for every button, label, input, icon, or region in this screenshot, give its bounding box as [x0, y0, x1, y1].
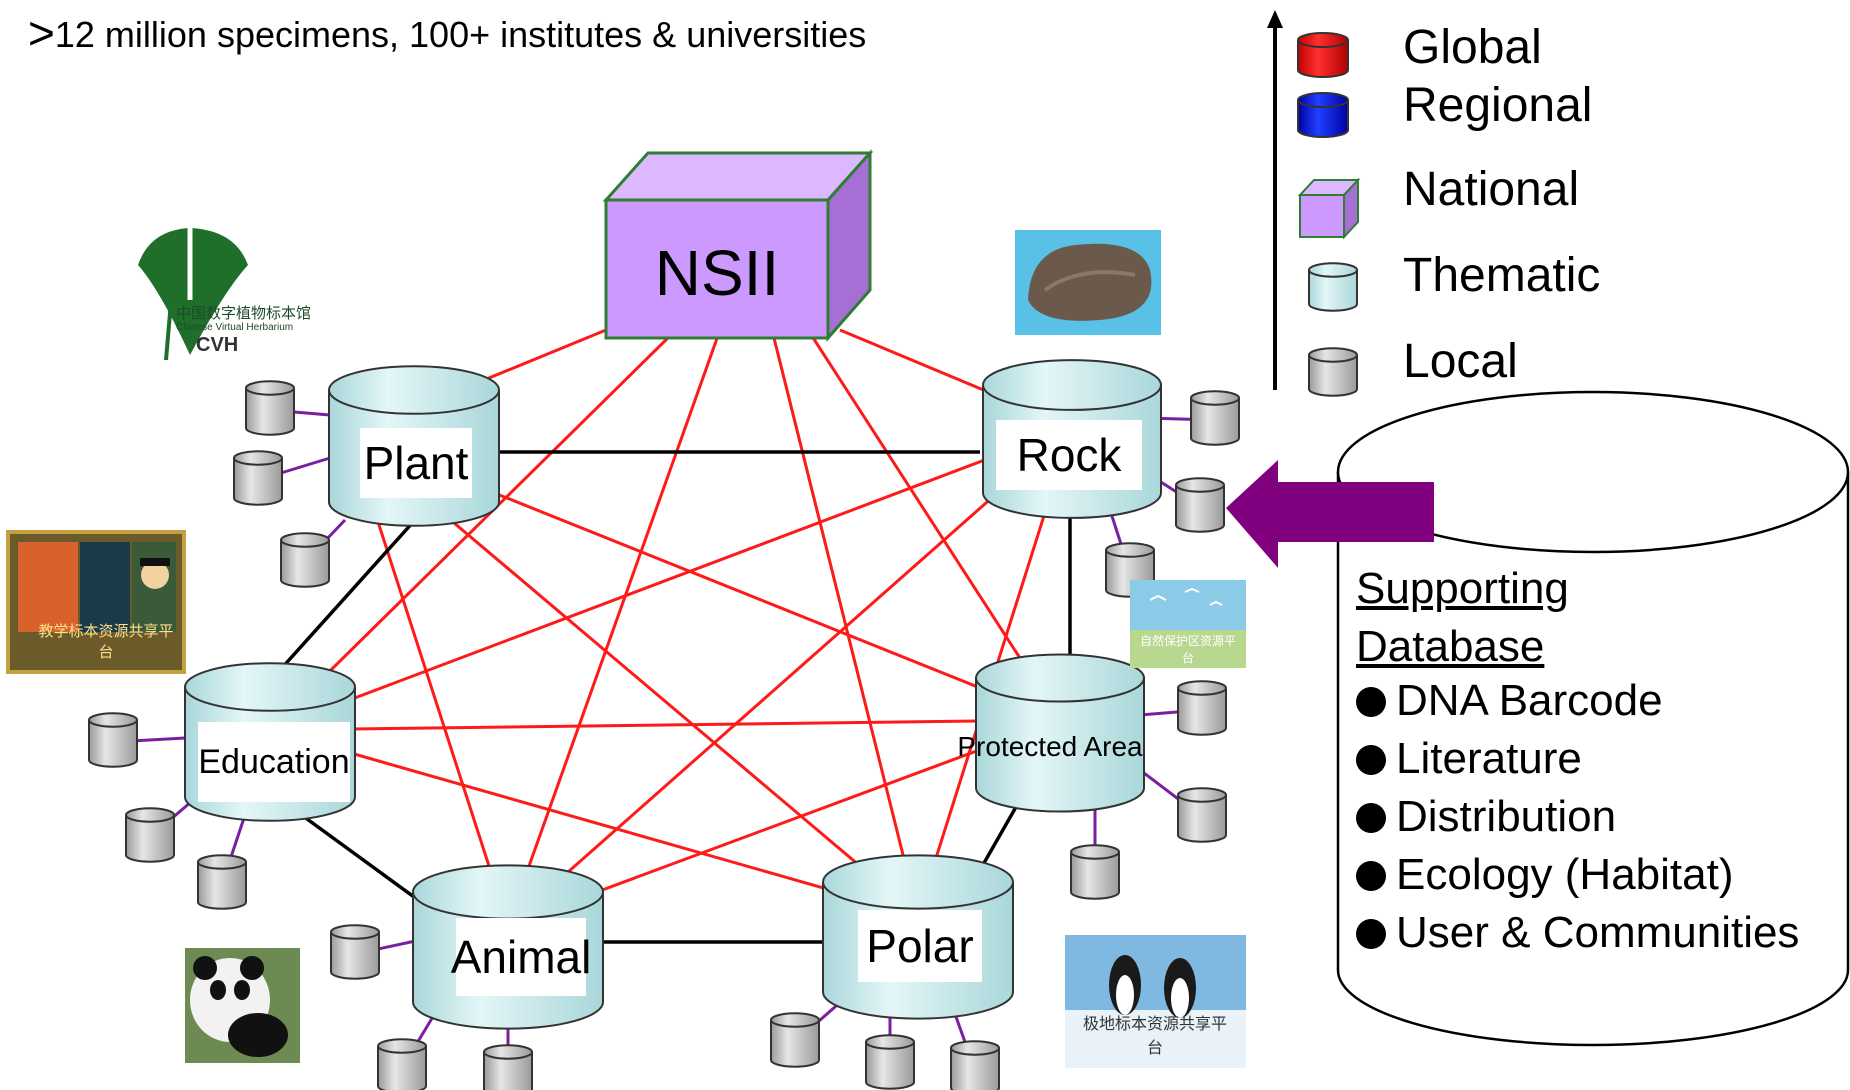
local-database-cylinder: [88, 712, 138, 768]
panda-photo: [185, 948, 300, 1063]
legend-thematic: Thematic: [1403, 249, 1601, 302]
bullet-icon: [1356, 803, 1386, 833]
education-photo-caption: 教学标本资源共享平台: [38, 623, 174, 661]
national-link: [269, 425, 1073, 732]
supporting-item: DNA Barcode: [1356, 676, 1663, 726]
bullet-icon: [1356, 745, 1386, 775]
ring-link: [278, 518, 417, 672]
cvh-logo-en: Chinese Virtual Herbarium: [176, 322, 294, 333]
local-database-cylinder: [1175, 477, 1225, 533]
rock-photo: [1015, 230, 1161, 335]
national-link: [806, 329, 1062, 721]
supporting-database-cylinder: [1336, 390, 1850, 1047]
local-database-cylinder: [950, 1040, 1000, 1090]
national-link: [269, 728, 919, 917]
thematic-ring-links: [278, 450, 1072, 944]
supporting-title-line2: Database: [1356, 622, 1545, 671]
polar-photo: [1065, 935, 1246, 1068]
local-database-cylinder: [280, 532, 330, 588]
national-link: [506, 329, 722, 926]
node-polar-label: Polar: [858, 910, 982, 982]
legend-global-icon: [1297, 32, 1349, 78]
bullet-icon: [1356, 687, 1386, 717]
legend-regional-icon: [1297, 92, 1349, 138]
supporting-item: Ecology (Habitat): [1356, 850, 1733, 900]
polar-photo-caption: 极地标本资源共享平台: [1082, 1016, 1227, 1057]
protected-area-photo: [1130, 580, 1246, 668]
legend-national: National: [1403, 163, 1580, 216]
legend-thematic-icon: [1308, 262, 1358, 312]
local-database-cylinder: [125, 807, 175, 863]
legend-global: Global: [1403, 21, 1542, 74]
local-database-cylinder: [865, 1034, 915, 1090]
bullet-icon: [1356, 861, 1386, 891]
legend-local-icon: [1308, 347, 1358, 397]
local-database-cylinder: [377, 1038, 427, 1090]
local-database-cylinder: [1177, 787, 1227, 843]
header-prefix: >: [28, 7, 55, 59]
protected-photo-caption: 自然保护区资源平台: [1139, 634, 1236, 665]
national-link: [507, 425, 1073, 927]
legend-regional: Regional: [1403, 79, 1593, 132]
legend-scale-arrow: [1267, 10, 1283, 390]
node-animal-label: Animal: [451, 918, 591, 996]
local-database-cylinder: [330, 924, 380, 980]
nsii-label: NSII: [654, 237, 780, 309]
local-database-cylinder: [1070, 844, 1120, 900]
local-database-cylinder: [245, 380, 295, 436]
bullet-icon: [1356, 919, 1386, 949]
protected-area-cylinder: [975, 653, 1145, 813]
nsii-hub: [602, 149, 874, 342]
cvh-logo-cn: 中国数字植物标本馆: [176, 305, 312, 322]
cvh-logo-abbr: CVH: [196, 334, 239, 356]
node-education-label: Education: [198, 722, 350, 802]
supporting-arrow: [1226, 460, 1434, 568]
header-text: 12 million specimens, 100+ institutes & …: [54, 14, 867, 55]
national-link: [268, 328, 678, 732]
local-database-cylinder: [770, 1012, 820, 1068]
node-plant-label: Plant: [360, 428, 472, 498]
supporting-title-line1: Supporting: [1356, 564, 1569, 613]
ring-link: [290, 806, 427, 907]
node-protected-area-label: Protected Area: [957, 731, 1143, 762]
supporting-database-title: Supporting Database: [1356, 560, 1569, 676]
local-databases: [88, 380, 1240, 1090]
supporting-item: User & Communities: [1356, 908, 1799, 958]
supporting-item: Distribution: [1356, 792, 1616, 842]
legend-national-icon: [1297, 177, 1361, 240]
supporting-item: Literature: [1356, 734, 1582, 784]
local-database-cylinder: [483, 1044, 533, 1090]
header-summary: >12 million specimens, 100+ institutes &…: [28, 6, 866, 60]
ring-link: [978, 799, 1022, 871]
legend-icons: [1297, 32, 1361, 397]
local-database-cylinder: [1190, 390, 1240, 446]
node-rock-label: Rock: [996, 420, 1142, 490]
national-link: [770, 329, 920, 916]
education-photo: [6, 530, 186, 674]
cvh-logo: [138, 228, 248, 361]
local-database-cylinder: [233, 450, 283, 506]
local-database-cylinder: [1177, 680, 1227, 736]
local-database-cylinder: [197, 854, 247, 910]
national-link: [269, 718, 1061, 732]
legend-local: Local: [1403, 335, 1518, 388]
